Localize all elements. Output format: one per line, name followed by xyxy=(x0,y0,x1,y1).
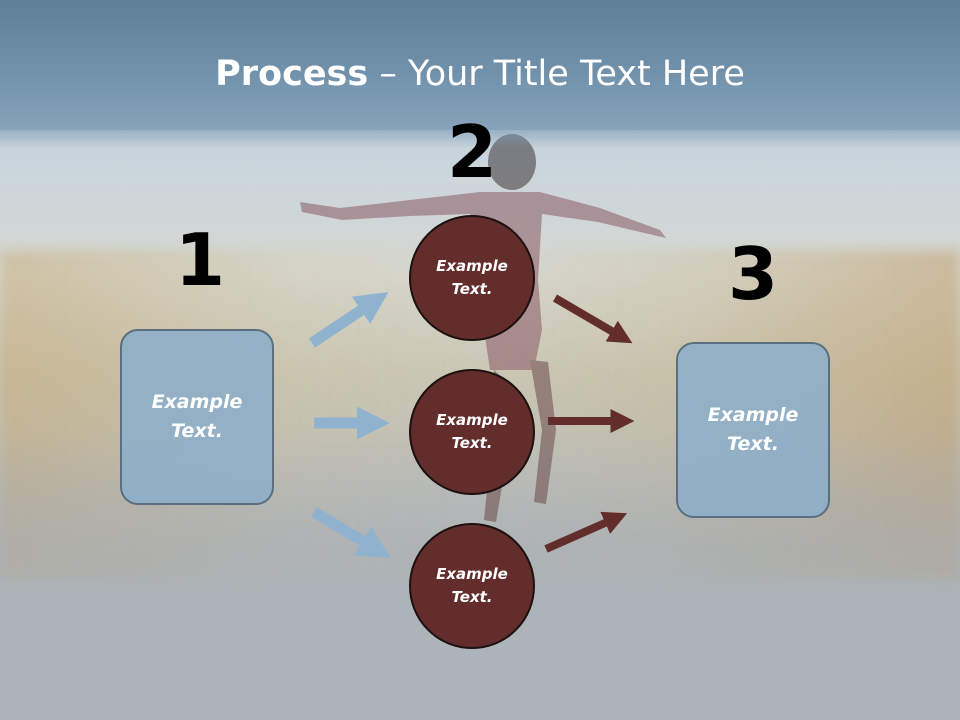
red-arrow-up xyxy=(544,511,628,553)
step-1-box-text: Example Text. xyxy=(151,391,243,442)
step-2-circle-top: Example Text. xyxy=(409,215,535,341)
circle-bottom-text: Example Text. xyxy=(436,565,508,606)
title-rest: – Your Title Text Here xyxy=(368,54,745,94)
step-number-1: 1 xyxy=(174,218,226,302)
step-3-box-text: Example Text. xyxy=(707,404,799,455)
step-1-box: Example Text. xyxy=(120,329,274,505)
step-2-circle-bottom: Example Text. xyxy=(409,523,535,649)
step-2-circle-middle: Example Text. xyxy=(409,369,535,495)
blue-arrow-up xyxy=(308,292,389,348)
title-band xyxy=(0,0,960,148)
red-arrow-down xyxy=(552,294,633,344)
step-number-3: 3 xyxy=(727,232,779,316)
title-bold: Process xyxy=(215,54,369,94)
step-3-box: Example Text. xyxy=(676,342,830,518)
circle-middle-text: Example Text. xyxy=(436,411,508,452)
blue-arrow-down xyxy=(311,507,391,559)
step-number-2: 2 xyxy=(446,110,498,194)
slide-title: Process – Your Title Text Here xyxy=(0,52,960,96)
circle-top-text: Example Text. xyxy=(436,257,508,298)
